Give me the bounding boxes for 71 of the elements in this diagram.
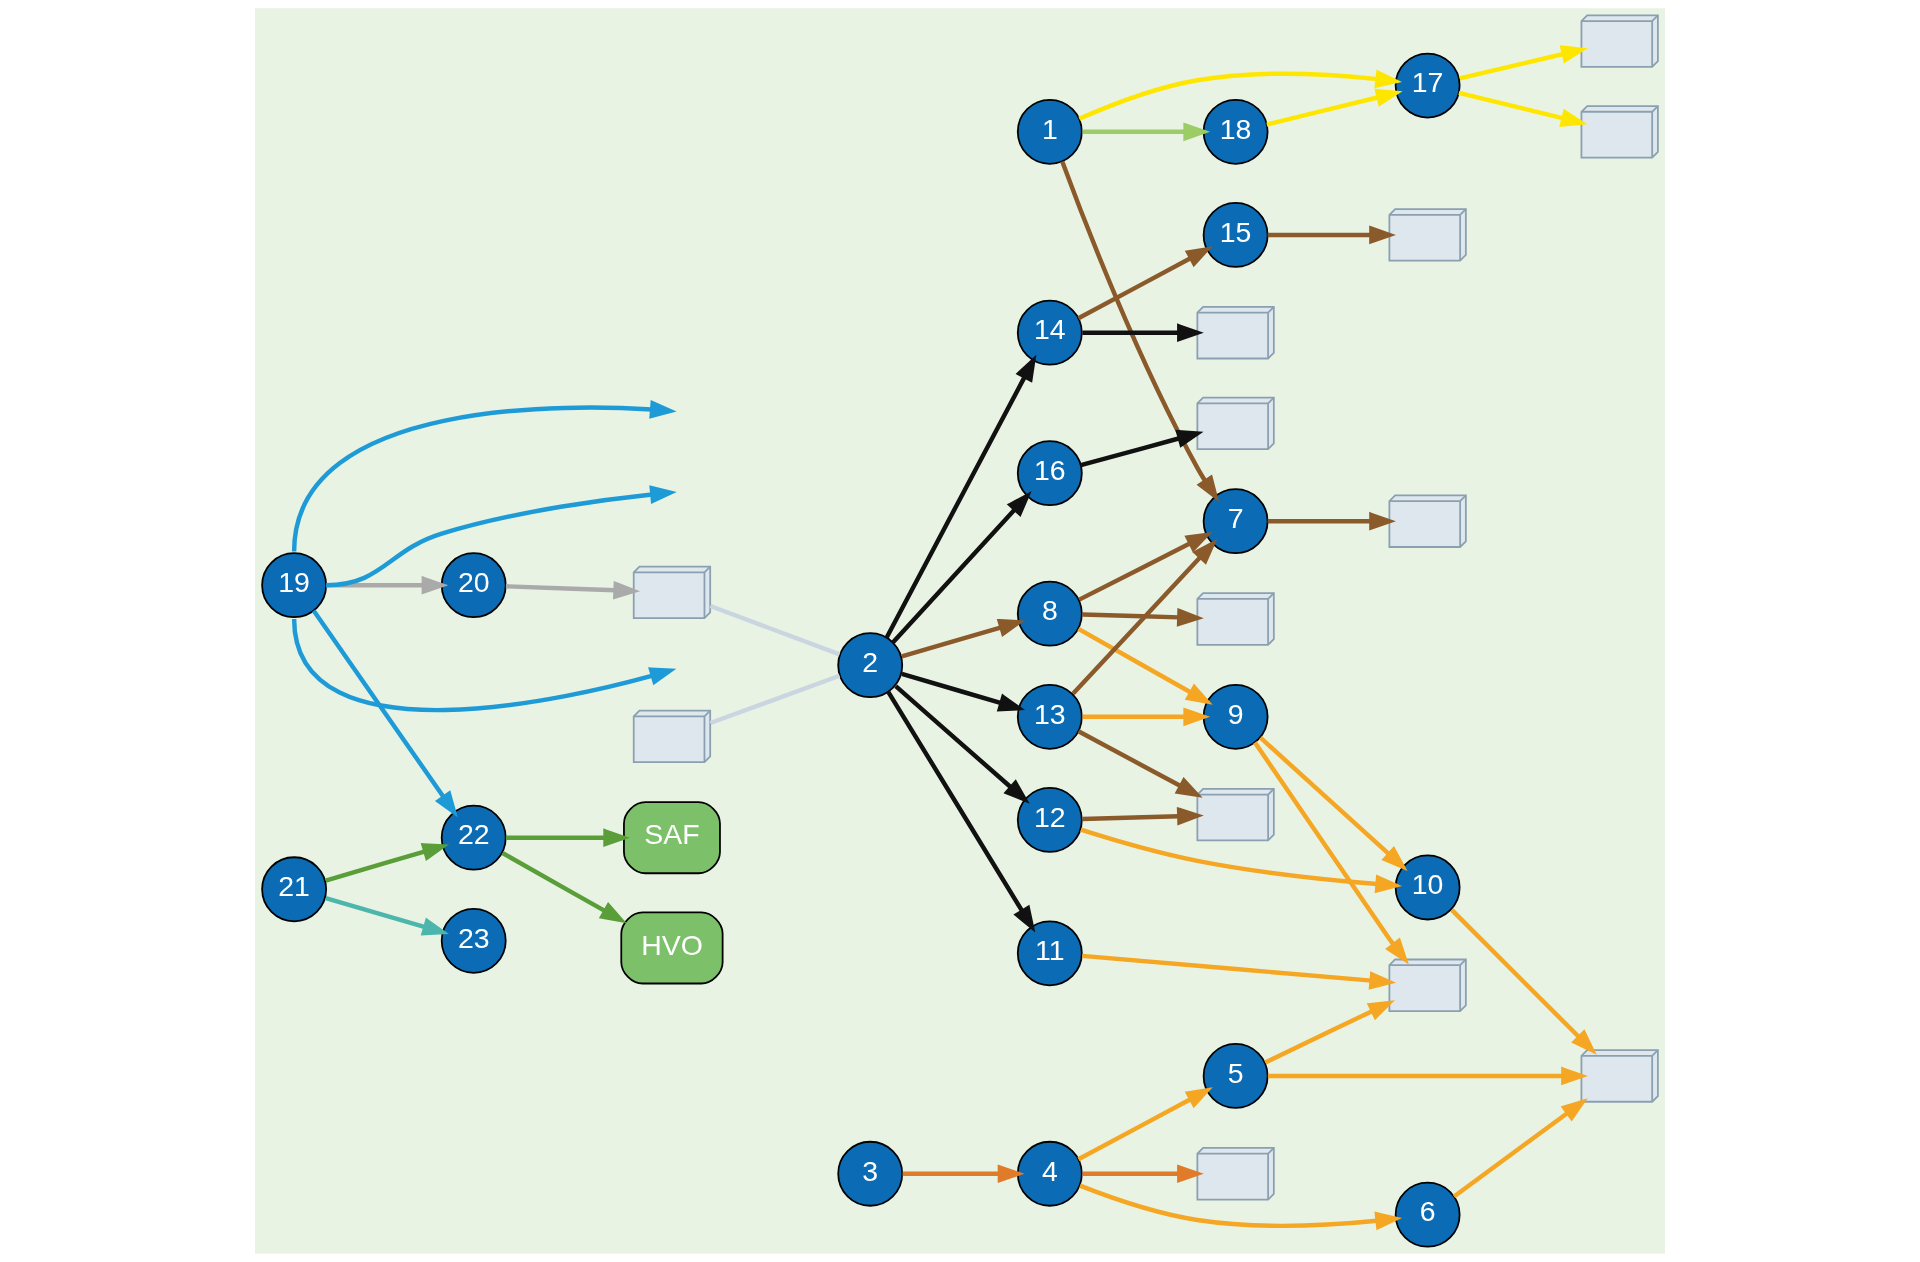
arrow [884,354,1037,639]
arrow [501,851,627,924]
node-circle: 8 [1016,580,1083,647]
node-circle: 3 [837,1140,904,1207]
node-circle: 20 [440,552,507,619]
arrow [886,690,1036,933]
node-circle: 9 [1202,683,1269,750]
arrow [1082,707,1211,727]
arrow [1082,122,1211,142]
arrow [1077,246,1213,321]
node-circle: 1 [1016,98,1083,165]
arrow [505,828,631,848]
arrow [1080,827,1402,894]
arrow [1267,225,1396,245]
node-circle: 17 [1394,52,1461,119]
arrow [1458,90,1588,128]
arrow [901,671,1026,712]
node-circle: 23 [440,907,507,974]
connector [709,603,841,657]
connector [709,673,841,726]
arrow [901,618,1026,659]
node-circle: 2 [837,632,904,699]
arrow [1082,806,1204,826]
arrow [1079,1183,1402,1231]
node-circle: 18 [1202,98,1269,165]
node-circle: 4 [1016,1140,1083,1207]
arrow [1266,88,1403,127]
node-circle: 15 [1202,202,1269,268]
arrow [1077,626,1213,705]
node-circle: 13 [1016,683,1083,750]
arrow [1082,953,1397,990]
arrow [902,1164,1025,1184]
node-circle: 16 [1016,440,1083,507]
arrow [325,895,449,936]
arrow [1078,532,1213,602]
arrow [291,400,677,552]
arrow [891,491,1032,644]
arrow [1253,741,1409,965]
arrow [1060,160,1220,502]
node-circle: 14 [1016,299,1083,366]
arrow [1082,1164,1204,1184]
arrow [1077,1087,1213,1162]
arrow [1071,538,1218,696]
arrow [1082,323,1204,343]
arrow [1077,729,1203,798]
node-circle: 12 [1016,787,1083,853]
node-circle: 21 [261,856,327,923]
arrow [311,609,458,818]
node-circle: 19 [261,552,327,619]
node-circle: 6 [1394,1181,1461,1248]
node-box: SAF [623,801,721,875]
node-circle: 22 [440,804,507,871]
node-circle: 7 [1202,488,1269,555]
arrow [1082,607,1204,627]
arrow [1459,45,1588,81]
node-circle: 10 [1394,854,1461,921]
arrow [1264,1000,1395,1065]
arrow [1450,908,1597,1055]
arrow [1080,429,1204,468]
node-box: HVO [620,911,724,985]
arrow [1452,1098,1588,1199]
arrow [325,842,449,883]
arrow [1259,736,1408,871]
arrow [894,684,1030,804]
arrow [1078,69,1402,121]
arrow [291,618,677,713]
arrow [1267,1066,1588,1086]
node-circle: 11 [1016,920,1083,987]
arrow [505,580,641,600]
arrow [1267,511,1396,531]
node-circle: 5 [1202,1043,1269,1109]
